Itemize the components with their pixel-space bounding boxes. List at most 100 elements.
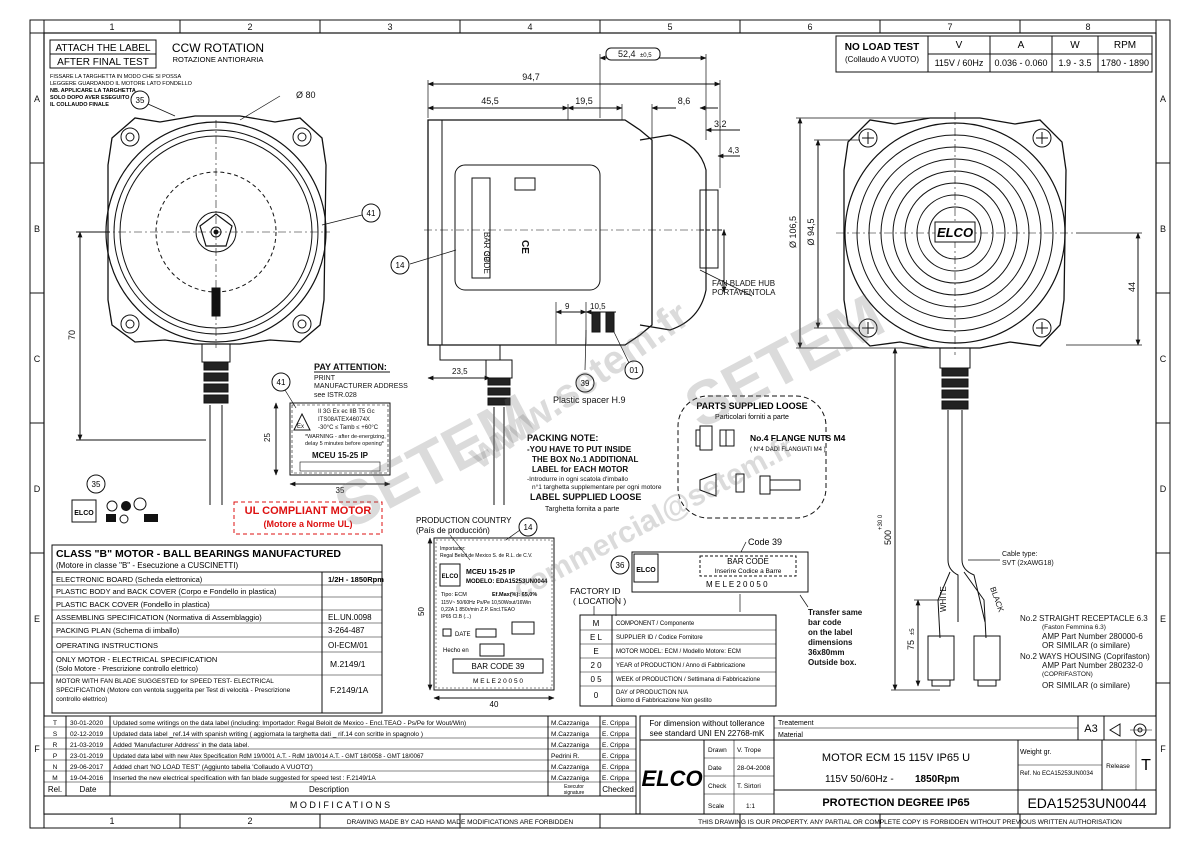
dim-45-5: 45,5 — [481, 96, 499, 106]
atex-warning-1: *WARNING - after de-energizing, — [305, 434, 386, 440]
svg-text:V. Trope: V. Trope — [737, 747, 761, 754]
svg-text:Code 39: Code 39 — [748, 537, 782, 547]
value-a: 0.036 - 0.060 — [994, 58, 1047, 68]
row-label: E — [34, 614, 40, 624]
svg-text:M.Cazzaniga: M.Cazzaniga — [551, 742, 589, 749]
packing-note: PACKING NOTE: -YOU HAVE TO PUT INSIDE TH… — [527, 433, 662, 513]
col-label: 7 — [947, 22, 952, 32]
svg-text:PLASTIC BODY and BACK COVER (: PLASTIC BODY and BACK COVER (Corpo e Fon… — [56, 587, 277, 596]
svg-text:M O D I F I C A T I O N S: M O D I F I C A T I O N S — [290, 800, 390, 810]
svg-text:Release: Release — [1106, 763, 1130, 770]
svg-text:E. Crippa: E. Crippa — [602, 720, 629, 727]
note-it-4: SOLO DOPO AVER ESEGUITO — [50, 95, 130, 101]
svg-text:PARTS SUPPLIED LOOSE: PARTS SUPPLIED LOOSE — [696, 401, 807, 411]
row-label: B — [34, 224, 40, 234]
svg-text:M E L E 2 0 0 5 0: M E L E 2 0 0 5 0 — [473, 678, 523, 685]
svg-text:Tipo: ECM: Tipo: ECM — [441, 592, 467, 598]
svg-text:3-264-487: 3-264-487 — [328, 626, 365, 635]
svg-text:Added chart 'NO LOAD TEST' (A: Added chart 'NO LOAD TEST' (Aggiunto tab… — [113, 764, 313, 771]
value-rpm: 1780 - 1890 — [1101, 58, 1149, 68]
svg-text:14: 14 — [524, 523, 533, 532]
certification-logos: 35 ELCO — [71, 474, 158, 524]
svg-text:(COPRIFASTON): (COPRIFASTON) — [1042, 671, 1093, 678]
svg-text:COMPONENT / Componente: COMPONENT / Componente — [616, 621, 695, 627]
svg-text:DAY of PRODUCTION N/A: DAY of PRODUCTION N/A — [616, 690, 688, 696]
svg-text:( N°4 DADI FLANGIATI M4 ): ( N°4 DADI FLANGIATI M4 ) — [750, 447, 826, 453]
svg-text:No.2 STRAIGHT RECEPTACLE 6.3: No.2 STRAIGHT RECEPTACLE 6.3 — [1020, 614, 1148, 623]
elco-logo: ELCO — [641, 766, 702, 791]
svg-text:36: 36 — [616, 561, 625, 570]
col-label: 4 — [527, 22, 532, 32]
svg-text:PROTECTION DEGREE IP65: PROTECTION DEGREE IP65 — [822, 797, 969, 809]
svg-text:28-04-2008: 28-04-2008 — [737, 765, 771, 772]
svg-text:-YOU HAVE TO PUT INSIDE: -YOU HAVE TO PUT INSIDE — [527, 445, 632, 454]
svg-text:PACKING PLAN (Schema di imball: PACKING PLAN (Schema di imballo) — [56, 626, 180, 635]
svg-text:BAR CODE 39: BAR CODE 39 — [472, 662, 525, 671]
svg-text:M.Cazzaniga: M.Cazzaniga — [551, 775, 589, 782]
rotation-subtitle: ROTAZIONE ANTIORARIA — [173, 55, 264, 64]
dim-d106-5: Ø 106,5 — [788, 216, 798, 248]
row-label: F — [34, 744, 40, 754]
svg-text:0,22A 1 850r/min Z.P. En: 0,22A 1 850r/min Z.P. Encl.TEAO — [441, 607, 515, 613]
note-it-3: NB. APPLICARE LA TARGHETTA — [50, 88, 136, 94]
code39-label: 36 Code 39 ELCO BAR CODE Inserire Codice… — [610, 537, 809, 616]
note-it-5: IL COLLAUDO FINALE — [50, 102, 109, 108]
svg-text:ONLY MOTOR - ELECTRICAL SPECIF: ONLY MOTOR - ELECTRICAL SPECIFICATION — [56, 655, 217, 664]
svg-text:1850Rpm: 1850Rpm — [915, 774, 960, 785]
elco-small-logo: ELCO — [74, 510, 94, 517]
svg-text:E L: E L — [590, 633, 603, 642]
no-load-title: NO LOAD TEST — [845, 42, 919, 53]
header-w: W — [1070, 40, 1080, 51]
svg-text:(Faston Femmina 6.3): (Faston Femmina 6.3) — [1042, 624, 1106, 631]
svg-text:Weight gr.: Weight gr. — [1020, 749, 1051, 756]
motor-barcode-label: BAR CODE — [482, 232, 491, 274]
svg-text:35: 35 — [136, 96, 145, 105]
svg-text:E: E — [593, 647, 598, 656]
svg-text:ELCO: ELCO — [442, 574, 459, 580]
code-table: M COMPONENT / Componente E L SUPPLIER ID… — [579, 614, 777, 707]
svg-text:T: T — [53, 720, 57, 727]
dim-500-tol: +30 0 — [878, 514, 884, 530]
svg-text:MOTOR ECM 15 115V IP65 U: MOTOR ECM 15 115V IP65 U — [822, 752, 970, 764]
wire-white: WHITE — [939, 586, 948, 612]
svg-text:PAY ATTENTION:: PAY ATTENTION: — [314, 362, 387, 372]
note-title-2: AFTER FINAL TEST — [57, 57, 149, 68]
svg-text:T. Sirtori: T. Sirtori — [737, 783, 761, 790]
dim-75: 75 — [906, 640, 916, 650]
svg-text:Description: Description — [309, 785, 349, 794]
svg-text:Particolari forniti a parte: Particolari forniti a parte — [715, 414, 789, 421]
atex-model: MCEU 15-25 IP — [312, 451, 369, 460]
svg-text:Updated data label _ref.14 wit: Updated data label _ref.14 with spanish … — [113, 731, 423, 738]
dim-52-4: 52,4 — [618, 49, 636, 59]
balloon-41-label: 41 — [271, 372, 297, 409]
svg-text:02-12-2019: 02-12-2019 — [70, 731, 104, 738]
svg-text:E. Crippa: E. Crippa — [602, 742, 629, 749]
atex-line-2: ITS08ATEX46074X — [318, 417, 370, 423]
svg-text:Material: Material — [778, 732, 803, 739]
transfer-note: Transfer same bar code on the label dime… — [799, 594, 863, 667]
cable-type-label: Cable type: — [1002, 551, 1037, 558]
elco-logo-rear: ELCO — [934, 221, 976, 243]
svg-text:signature: signature — [564, 790, 585, 796]
svg-text:No.2 WAYS HOUSING (Coprifast: No.2 WAYS HOUSING (Coprifaston) — [1020, 652, 1150, 661]
row-label: E — [1160, 614, 1166, 624]
svg-text:M.Cazzaniga: M.Cazzaniga — [551, 764, 589, 771]
dim-23-5: 23,5 — [452, 367, 468, 376]
svg-text:Check: Check — [708, 783, 727, 790]
country-title: PRODUCTION COUNTRY — [416, 516, 512, 525]
svg-text:controllo elettrico): controllo elettrico) — [56, 696, 107, 703]
svg-text:DATE: DATE — [455, 632, 471, 638]
svg-text:WEEK of PRODUCTION / Settimana: WEEK of PRODUCTION / Settimana di Fabbri… — [616, 677, 761, 683]
svg-text:39: 39 — [581, 379, 590, 388]
svg-text:Updated some writings on the d: Updated some writings on the data label … — [113, 720, 466, 727]
svg-text:EL.UN.0098: EL.UN.0098 — [328, 613, 372, 622]
svg-text:30-01-2020: 30-01-2020 — [70, 720, 104, 727]
dim-50: 50 — [417, 607, 426, 616]
svg-text:M.Cazzaniga: M.Cazzaniga — [551, 731, 589, 738]
svg-text:E. Crippa: E. Crippa — [602, 764, 629, 771]
svg-text:MOTOR WITH FAN BLADE SUGGESTED: MOTOR WITH FAN BLADE SUGGESTED for SPEED… — [56, 678, 274, 685]
pay-attention-note: PAY ATTENTION: PRINT MANUFACTURER ADDRES… — [314, 362, 408, 399]
svg-text:F.2149/1A: F.2149/1A — [330, 685, 369, 695]
row-label: F — [1160, 744, 1166, 754]
